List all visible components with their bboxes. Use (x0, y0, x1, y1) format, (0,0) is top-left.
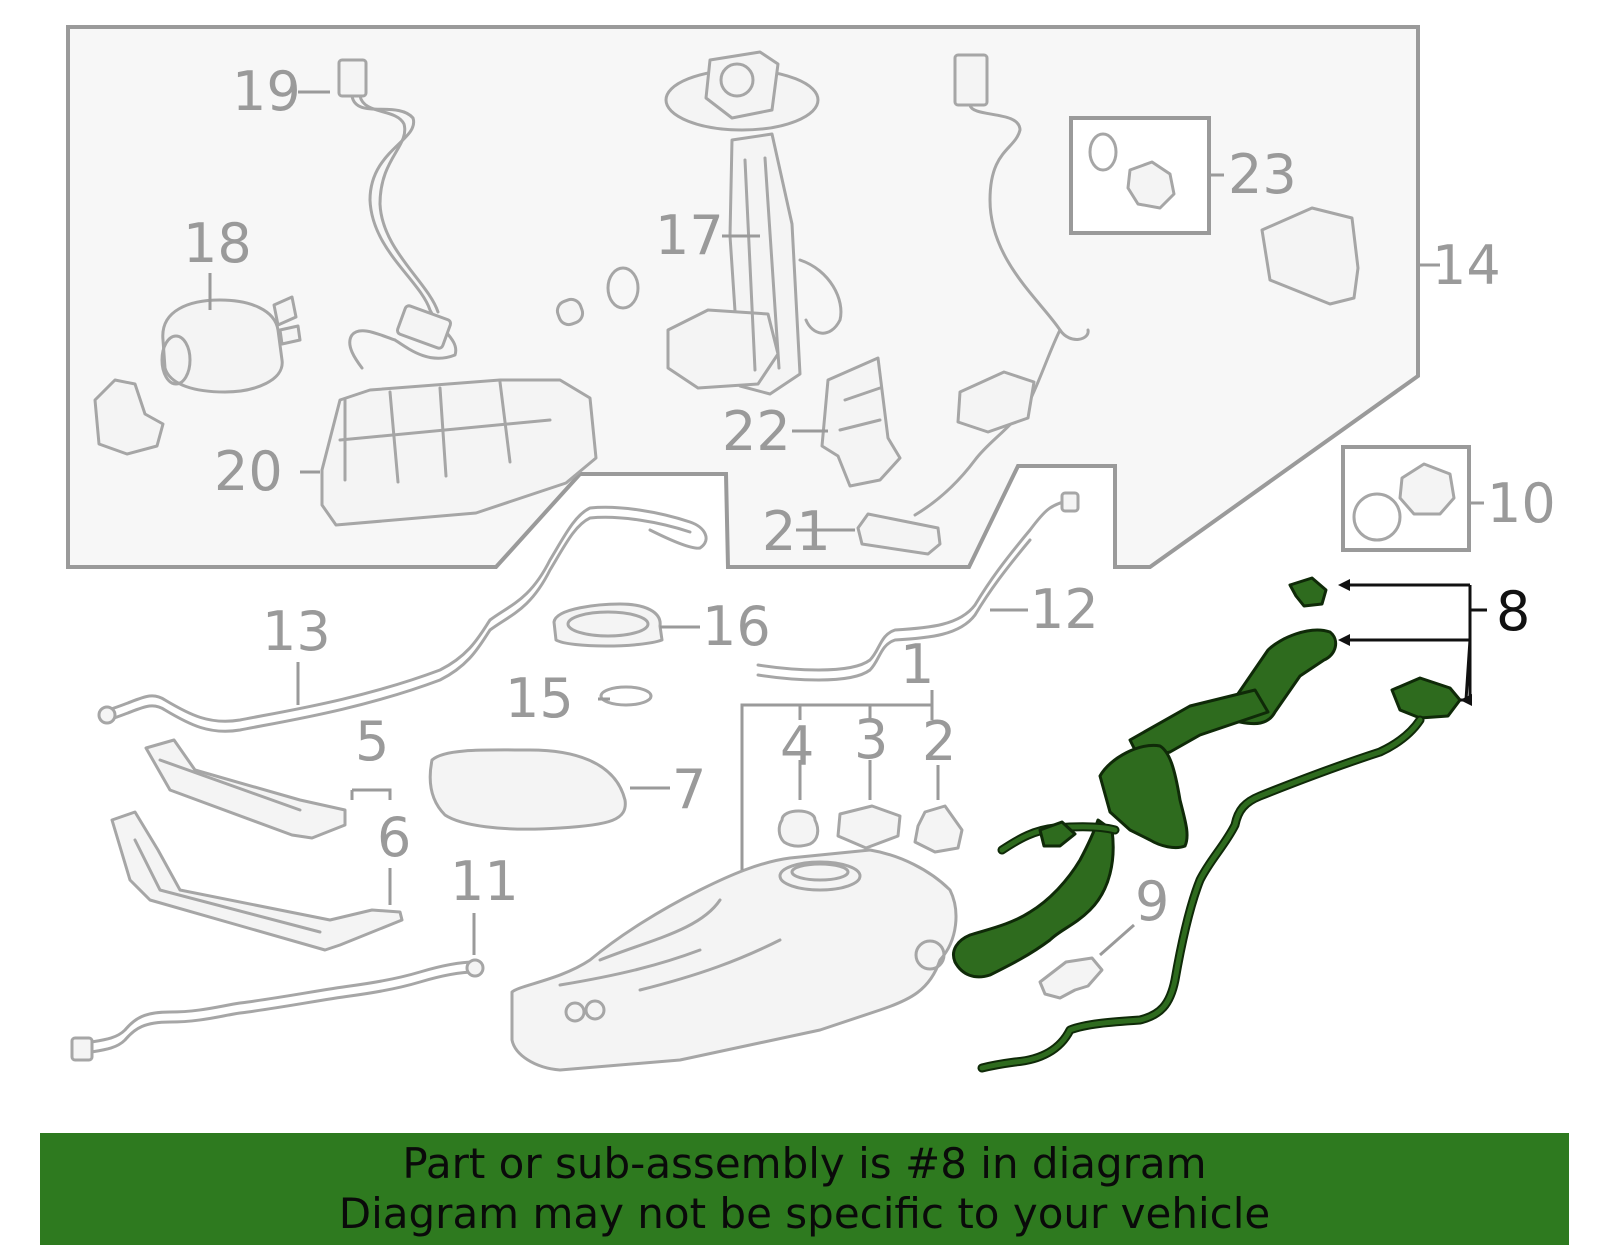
callout-8: 8 (1496, 580, 1530, 643)
banner-line-1: Part or sub-assembly is #8 in diagram (402, 1139, 1207, 1188)
part-12-vent-line (756, 498, 1072, 672)
callout-2: 2 (922, 710, 956, 773)
part-6-tank-strap (110, 810, 404, 952)
part-23-valve-icon (1126, 160, 1176, 210)
callout-20: 20 (214, 440, 283, 503)
callout-4: 4 (780, 715, 814, 778)
part-17-pump-module (664, 50, 843, 396)
callout-5: 5 (355, 710, 389, 773)
part-1-fuel-tank (510, 848, 958, 1072)
callout-1: 1 (900, 633, 934, 696)
part-11-fuel-line (78, 960, 477, 1046)
callout-21: 21 (762, 500, 831, 563)
part-18-filter (93, 295, 302, 456)
part-23-oring-icon (1088, 132, 1118, 172)
callout-23: 23 (1228, 143, 1297, 206)
part-13-fuel-line (106, 505, 708, 723)
part-22-bracket (820, 356, 902, 488)
callout-19: 19 (232, 60, 301, 123)
part-2-insulator (913, 804, 964, 854)
part-9-clamp (1038, 956, 1104, 1000)
banner-line-2: Diagram may not be specific to your vehi… (338, 1189, 1271, 1238)
callout-7: 7 (672, 758, 706, 821)
leader-lines (208, 90, 1487, 957)
part-7-heat-shield (428, 748, 627, 831)
callout-18: 18 (183, 212, 252, 275)
callout-9: 9 (1135, 870, 1169, 933)
part-10-gasket-icon (1352, 492, 1402, 542)
part-3-pad (836, 804, 902, 850)
part-15-oring (599, 685, 653, 707)
callout-10: 10 (1487, 472, 1556, 535)
part-17-seal-icon (606, 266, 640, 310)
callout-3: 3 (854, 708, 888, 771)
part-16-lock-ring (552, 602, 664, 648)
part-19-sensor-harness (337, 58, 458, 370)
callout-12: 12 (1030, 578, 1099, 641)
part-4-grommet (777, 809, 820, 848)
callout-11: 11 (450, 850, 519, 913)
callout-14: 14 (1432, 234, 1501, 297)
info-banner: Part or sub-assembly is #8 in diagram Di… (40, 1133, 1569, 1245)
callout-16: 16 (702, 595, 771, 658)
part-14-component-icon (1260, 206, 1360, 306)
callout-17: 17 (655, 204, 724, 267)
callout-15: 15 (505, 667, 574, 730)
part-10-cap-icon (1398, 462, 1456, 516)
part-21-level-sender (856, 53, 1090, 556)
part-17-grommet-icon (555, 297, 585, 327)
part-20-reservoir-base (320, 378, 598, 527)
callout-13: 13 (262, 600, 331, 663)
part-8-filler-pipe-assembly (952, 576, 1462, 1073)
callout-22: 22 (722, 400, 791, 463)
callout-6: 6 (377, 806, 411, 869)
